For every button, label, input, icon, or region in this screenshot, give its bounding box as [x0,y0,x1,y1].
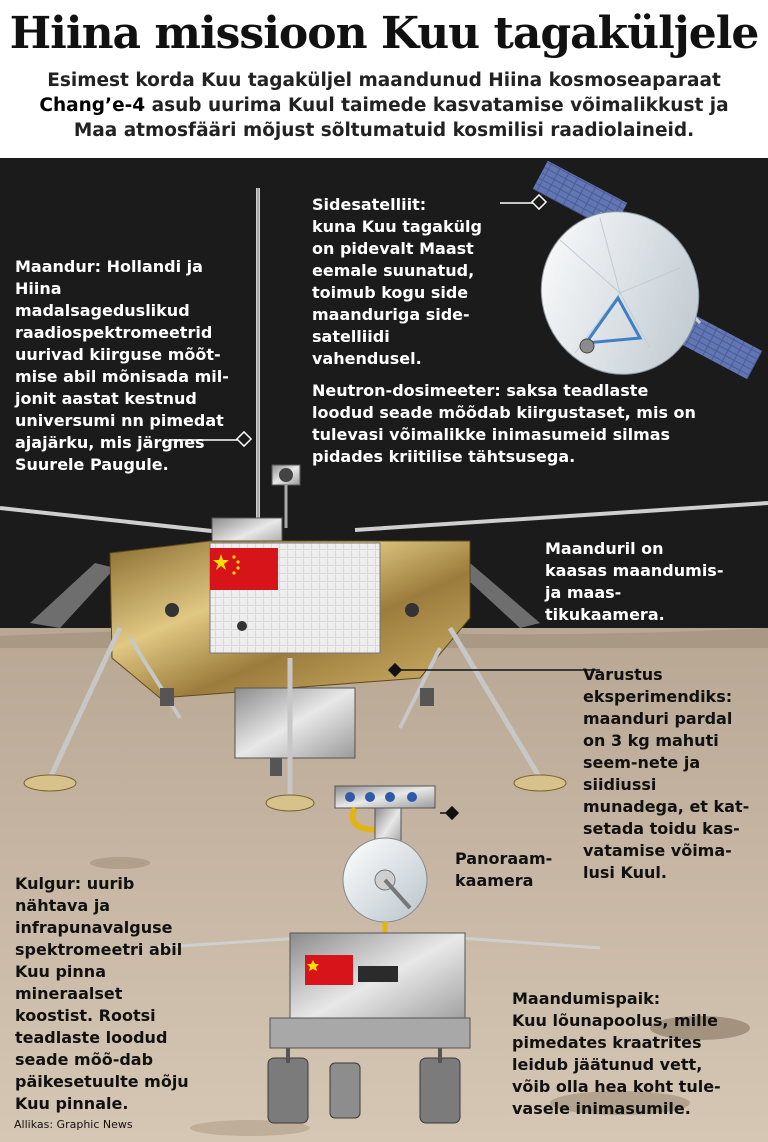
relay-satellite-illustration [532,160,763,380]
label-maandur: Maandur: Hollandi ja Hiina madalsagedusl… [15,257,229,474]
subtitle-part1: Esimest korda Kuu tagaküljel maandunud H… [47,70,721,91]
subtitle-part2: asub uurima Kuul taimede kasvatamise või… [73,95,729,141]
illustration-scene: Sidesatelliit:kuna Kuu tagakülg on pidev… [0,158,768,1142]
label-kulgur: Kulgur: uurib nähtava ja infrapunavalgus… [15,874,189,1113]
label-varustus: Varustus eksperimendiks:maanduri pardal … [583,665,750,882]
lander-flag [210,548,278,590]
label-neutron-dosimeeter: Neutron-dosimeeter: saksa teadlaste lood… [312,381,696,466]
label-maandumispaik: Maandumispaik:Kuu lõunapoolus, mille pim… [512,989,721,1118]
label-maandumiskaamera: Maanduril on kaasas maandumis- ja maas-t… [545,539,724,624]
label-panoraamkaamera: Panoraam-kaamera [455,849,553,890]
lander-illustration [0,188,768,812]
source-credit: Allikas: Graphic News [14,1118,133,1131]
label-sidesatelliit: Sidesatelliit:kuna Kuu tagakülg on pidev… [312,195,482,368]
rover-flag [305,955,353,985]
subtitle: Esimest korda Kuu tagaküljel maandunud H… [18,68,750,143]
page-title: Hiina missioon Kuu tagaküljele [9,8,760,59]
rover-illustration [149,785,601,1124]
leader-lines [170,193,600,821]
illustration-svg [0,158,768,1142]
mission-name: Chang’e-4 [39,95,146,116]
